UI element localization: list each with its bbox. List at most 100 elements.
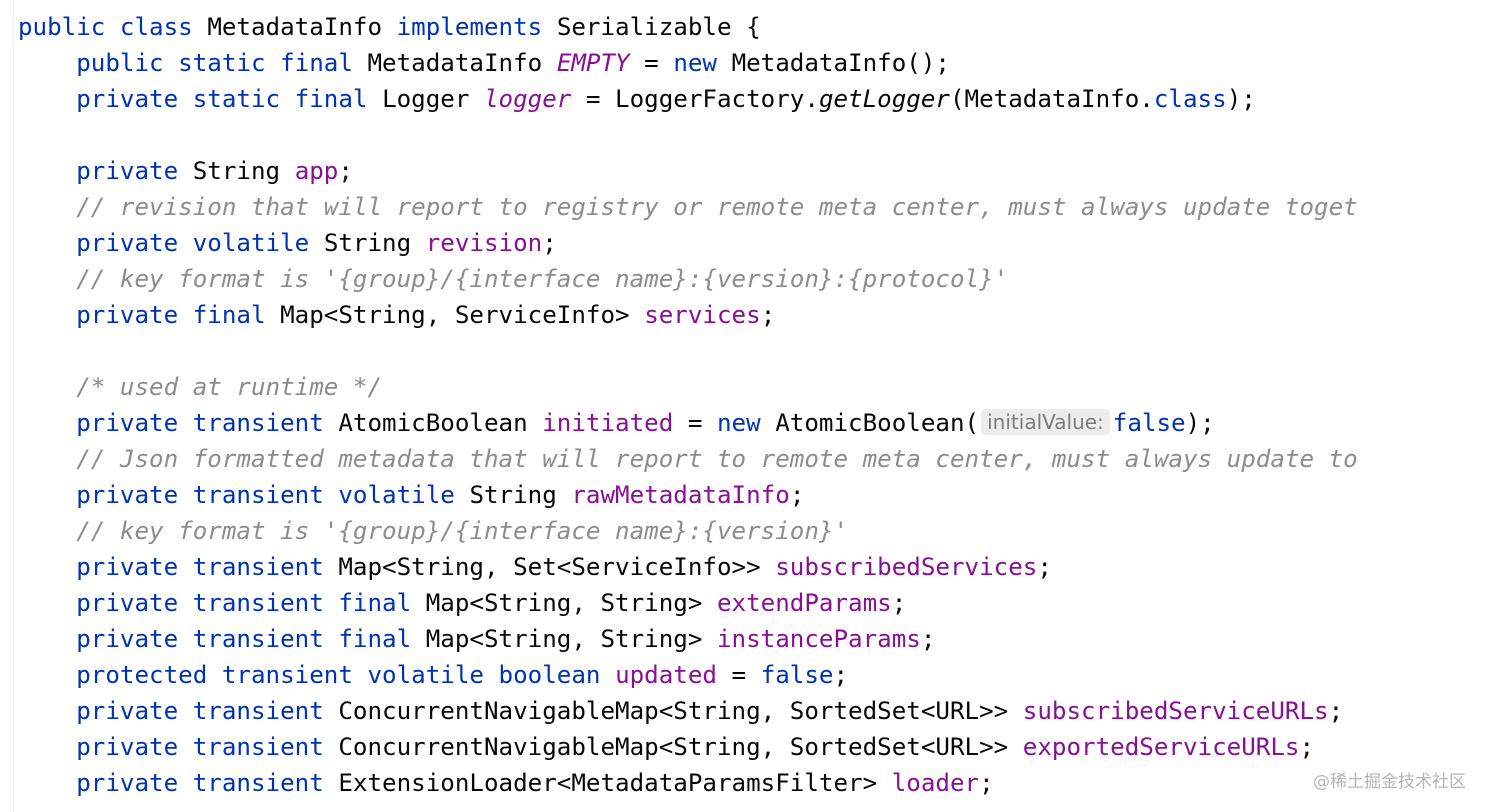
keyword-token: public class: [18, 13, 208, 41]
code-token: [18, 265, 76, 293]
comment-token: // key format is '{group}/{interface nam…: [76, 265, 1009, 293]
code-line[interactable]: private transient final Map<String, Stri…: [18, 621, 1358, 657]
code-token: Logger: [382, 85, 484, 113]
keyword-token: private transient: [76, 697, 339, 725]
code-line[interactable]: public class MetadataInfo implements Ser…: [18, 9, 1358, 45]
code-token: [18, 517, 76, 545]
code-line[interactable]: [18, 117, 1358, 153]
code-token: [18, 85, 76, 113]
code-line[interactable]: private transient volatile String rawMet…: [18, 477, 1358, 513]
field-token: rawMetadataInfo: [571, 481, 790, 509]
code-line[interactable]: private transient ConcurrentNavigableMap…: [18, 693, 1358, 729]
code-token: [18, 193, 76, 221]
code-token: AtomicBoolean: [338, 409, 543, 437]
field-token: exportedServiceURLs: [1022, 733, 1300, 761]
code-token: [18, 49, 76, 77]
field-token: initiated: [542, 409, 674, 437]
keyword-token: protected transient volatile boolean: [76, 661, 616, 689]
code-token: Map<String, ServiceInfo>: [280, 301, 645, 329]
comment-token: // revision that will report to registry…: [76, 193, 1358, 221]
keyword-token: class: [1153, 85, 1227, 113]
code-token: );: [1185, 409, 1215, 437]
keyword-token: private transient final: [76, 625, 426, 653]
code-line[interactable]: private volatile String revision;: [18, 225, 1358, 261]
field-token: services: [644, 301, 761, 329]
code-token: Map<String, String>: [425, 589, 717, 617]
code-token: [18, 733, 76, 761]
code-line[interactable]: // key format is '{group}/{interface nam…: [18, 513, 1358, 549]
code-token: [18, 661, 76, 689]
editor-gutter-border: [13, 0, 14, 812]
keyword-token: private volatile: [76, 229, 324, 257]
code-token: (MetadataInfo.: [950, 85, 1154, 113]
keyword-token: false: [760, 661, 834, 689]
keyword-token: private transient: [76, 769, 339, 797]
code-line[interactable]: // key format is '{group}/{interface nam…: [18, 261, 1358, 297]
code-token: ;: [920, 625, 936, 653]
code-token: ;: [1328, 697, 1344, 725]
keyword-token: private transient volatile: [76, 481, 470, 509]
code-line[interactable]: /* used at runtime */: [18, 369, 1358, 405]
code-token: [18, 229, 76, 257]
code-token: [18, 409, 76, 437]
code-token: ;: [760, 301, 776, 329]
code-line[interactable]: // revision that will report to registry…: [18, 189, 1358, 225]
field-token: extendParams: [717, 589, 892, 617]
code-line[interactable]: private transient final Map<String, Stri…: [18, 585, 1358, 621]
static-field-token: EMPTY: [556, 49, 630, 77]
code-line[interactable]: private transient AtomicBoolean initiate…: [18, 405, 1358, 441]
code-token: [18, 769, 76, 797]
keyword-token: implements: [396, 13, 557, 41]
code-token: [18, 445, 76, 473]
code-line[interactable]: private transient ConcurrentNavigableMap…: [18, 729, 1358, 765]
code-line[interactable]: private transient ExtensionLoader<Metada…: [18, 765, 1358, 801]
method-token: getLogger: [818, 85, 950, 113]
code-token: ExtensionLoader<MetadataParamsFilter>: [338, 769, 892, 797]
comment-token: // key format is '{group}/{interface nam…: [76, 517, 849, 545]
code-token: AtomicBoolean(: [775, 409, 980, 437]
code-line[interactable]: protected transient volatile boolean upd…: [18, 657, 1358, 693]
code-token: [18, 373, 76, 401]
code-token: =: [717, 661, 761, 689]
code-token: ;: [1037, 553, 1052, 581]
code-line[interactable]: // Json formatted metadata that will rep…: [18, 441, 1358, 477]
code-token: ;: [789, 481, 805, 509]
field-token: updated: [615, 661, 717, 689]
watermark: @稀土掘金技术社区: [1313, 772, 1466, 792]
keyword-token: private transient: [76, 409, 339, 437]
code-token: [18, 589, 76, 617]
code-token: =: [629, 49, 674, 77]
field-token: app: [294, 157, 339, 185]
code-line[interactable]: private transient Map<String, Set<Servic…: [18, 549, 1358, 585]
code-token: [18, 481, 76, 509]
code-line[interactable]: public static final MetadataInfo EMPTY =…: [18, 45, 1358, 81]
code-token: ;: [833, 661, 849, 689]
code-area[interactable]: public class MetadataInfo implements Ser…: [18, 9, 1358, 801]
keyword-token: public static final: [76, 49, 368, 77]
keyword-token: private static final: [76, 85, 383, 113]
comment-token: /* used at runtime */: [76, 373, 383, 401]
code-token: Serializable {: [556, 13, 761, 41]
code-token: ConcurrentNavigableMap<String, SortedSet…: [338, 697, 1023, 725]
code-token: String: [192, 157, 295, 185]
code-token: ConcurrentNavigableMap<String, SortedSet…: [338, 733, 1023, 761]
field-token: subscribedServices: [775, 553, 1038, 581]
code-line[interactable]: private static final Logger logger = Log…: [18, 81, 1358, 117]
code-line[interactable]: private String app;: [18, 153, 1358, 189]
static-field-token: logger: [484, 85, 572, 113]
code-token: MetadataInfo: [367, 49, 557, 77]
comment-token: // Json formatted metadata that will rep…: [76, 445, 1358, 473]
code-token: ;: [542, 229, 557, 257]
code-token: ;: [979, 769, 994, 797]
keyword-token: new: [717, 409, 776, 437]
code-token: = LoggerFactory.: [571, 85, 819, 113]
code-token: ;: [891, 589, 907, 617]
code-line[interactable]: private final Map<String, ServiceInfo> s…: [18, 297, 1358, 333]
code-token: [18, 301, 76, 329]
code-token: [18, 625, 76, 653]
keyword-token: private transient final: [76, 589, 426, 617]
code-line[interactable]: [18, 333, 1358, 369]
keyword-token: new: [673, 49, 732, 77]
code-token: [18, 697, 76, 725]
